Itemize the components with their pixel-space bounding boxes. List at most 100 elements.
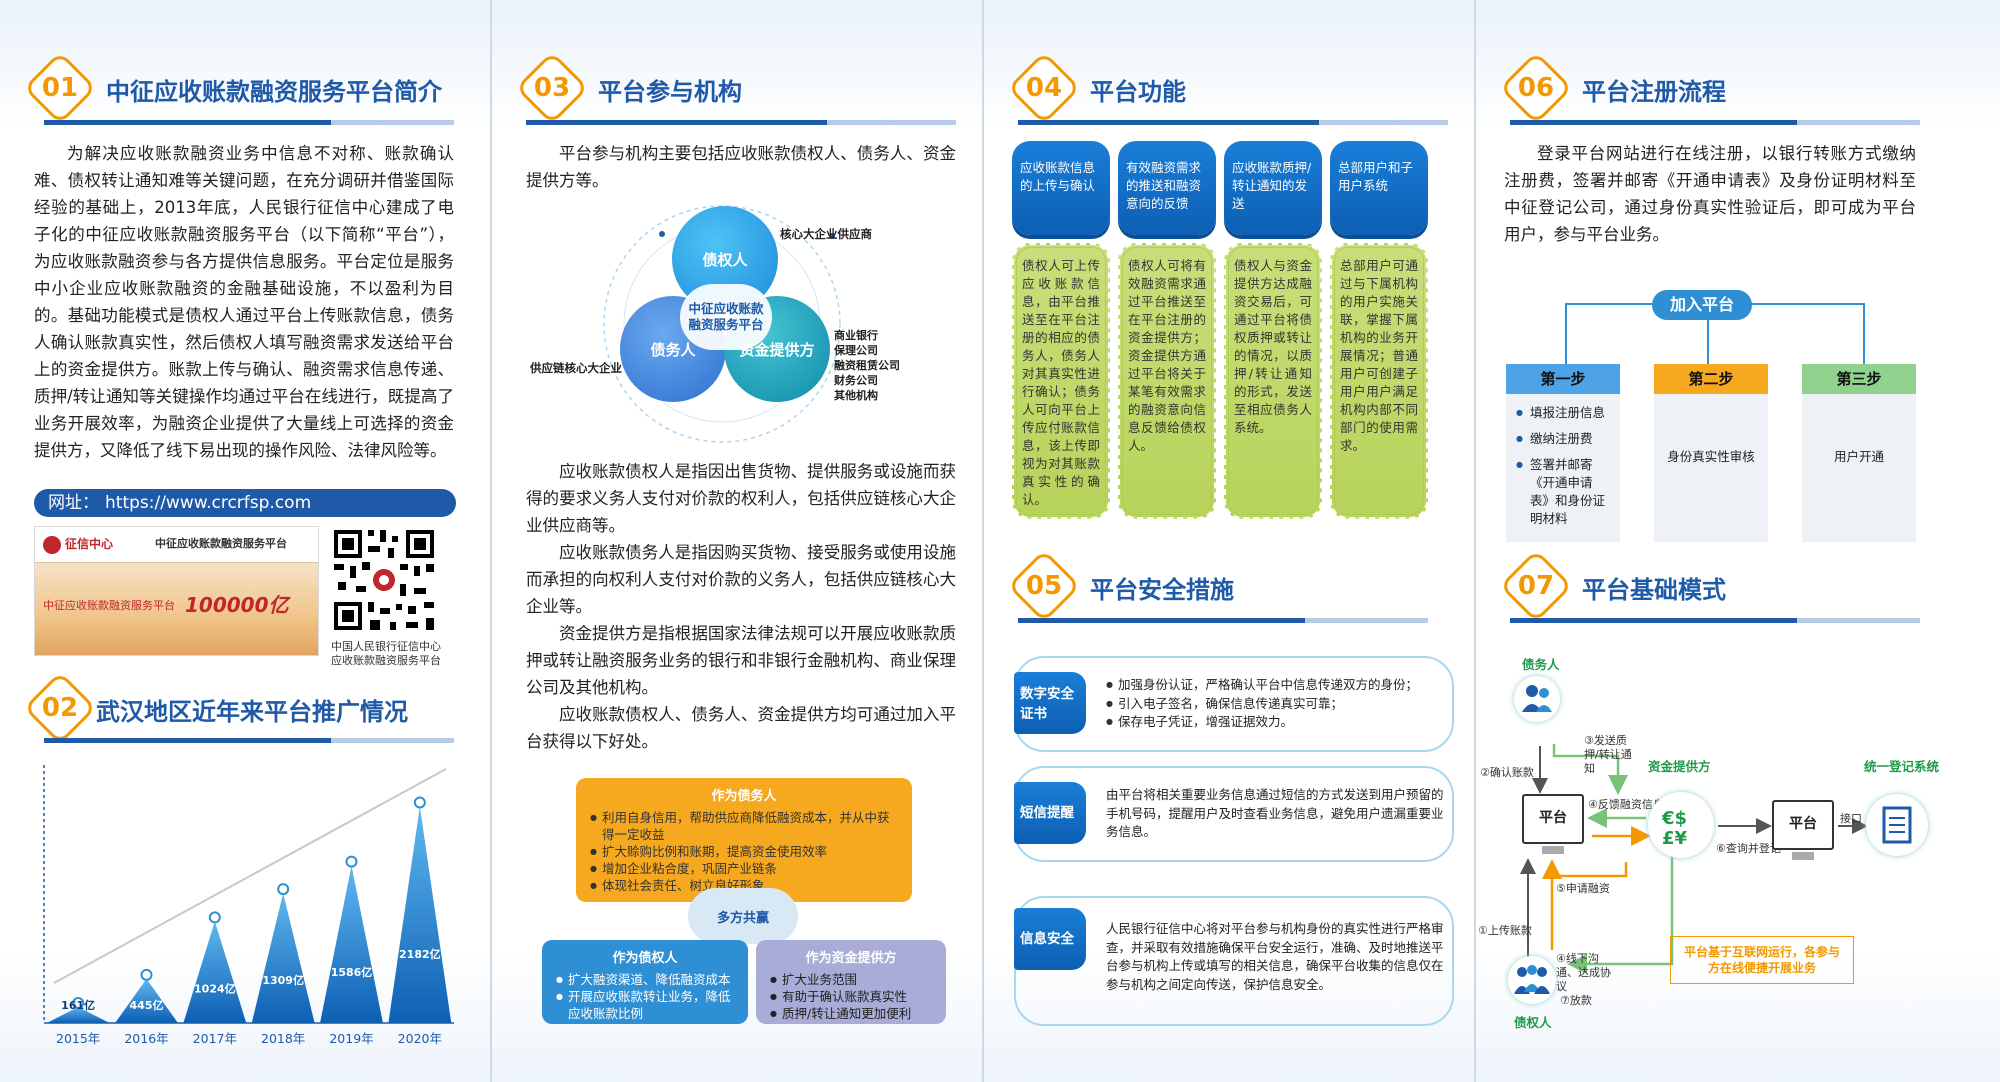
chart-peak [183,921,247,1023]
chart-data-label: 1309亿 [262,973,304,987]
benefit-item: 利用自身信用，帮助供应商降低融资成本，并从中获得一定收益 [590,809,898,843]
platform-left-monitor: 平台 [1522,794,1584,844]
chart-peak [388,806,452,1023]
debtor-benefits-box: 作为债务人 利用自身信用，帮助供应商降低融资成本，并从中获得一定收益 扩大赊购比… [576,778,912,902]
flow-arrows [1520,744,1868,974]
flow-step-feedback: ④反馈融资信息 [1588,798,1664,811]
chart-peak [320,865,383,1023]
section-title: 平台安全措施 [1090,576,1234,604]
flow-creditor-label: 债权人 [1514,1015,1552,1030]
step-2: 第二步 身份真实性审核 [1654,364,1768,542]
chart-peak-marker [345,855,358,868]
section-underline [1018,120,1448,125]
chart-tick-label: 2017年 [193,1031,237,1046]
security-list: 加强身份认证，严格确认平台中信息传递双方的身份； 引入电子签名，确保信息传递真实… [1106,676,1446,732]
section-number: 01 [41,73,79,103]
credit-center-logo-icon [43,536,61,554]
step-body: 填报注册信息 缴纳注册费 签署并邮寄《开通申请表》和身份证明材料 [1506,394,1620,542]
funder-note-item: 融资租赁公司 [834,359,900,372]
banner-platform-name: 中征应收账款融资服务平台 [155,537,287,550]
panel-divider [1474,0,1476,1082]
website-url-bar[interactable]: 网址：https://www.crcrfsp.com [34,489,456,517]
security-label: 短信提醒 [1014,782,1086,844]
security-item-certificate: 数字安全证书 加强身份认证，严格确认平台中信息传递双方的身份； 引入电子签名，确… [1014,656,1454,752]
institutions-intro: 平台参与机构主要包括应收账款债权人、债务人、资金提供方等。 [526,140,956,194]
step-item: 填报注册信息 [1516,404,1610,422]
benefits-lead: 应收账款债权人、债务人、资金提供方均可通过加入平台获得以下好处。 [526,705,956,751]
chart-data-label: 1586亿 [331,965,373,979]
banner-header: 征信中心 中征应收账款融资服务平台 [35,527,318,563]
security-item: 加强身份认证，严格确认平台中信息传递双方的身份； [1106,676,1446,695]
function-head: 应收账款信息的上传与确认 [1012,141,1110,235]
function-head: 应收账款质押/转让通知的发送 [1224,141,1322,235]
flow-step-query: ⑥查询并登记 [1716,842,1781,855]
step-body: 身份真实性审核 [1654,394,1768,542]
function-body: 债权人可上传应收账款信息，由平台推送至在平台注册的相应的债务人，债务人对其真实性… [1012,243,1110,519]
steps-connector [1565,303,1865,364]
flow-debtor-label: 债务人 [1522,657,1560,672]
monitor-stand [1792,852,1814,860]
benefit-item: 扩大赊购比例和账期，提高资金使用效率 [590,843,898,860]
section-03-header: 03 平台参与机构 [515,51,956,125]
section-underline [1510,618,1920,623]
step-3: 第三步 用户开通 [1802,364,1916,542]
flow-step-apply: ⑤申请融资 [1556,882,1610,895]
section-number: 03 [533,73,571,103]
section-underline [1018,618,1428,623]
intro-text: 为解决应收账款融资业务中信息不对称、账款确认难、债权转让通知难等关键问题，在充分… [34,144,454,460]
banner-slogan: 中征应收账款融资服务平台 [43,599,175,612]
benefit-item: 开展应收账款转让业务，降低应收账款比例 [556,988,734,1022]
step-head: 第二步 [1654,364,1768,394]
creditor-definition: 应收账款债权人是指因出售货物、提供服务或设施而获得的要求义务人支付对价款的权利人… [526,462,956,535]
creditor-note: 核心大企业供应商 [780,227,872,241]
intro-paragraph: 为解决应收账款融资业务中信息不对称、账款确认难、债权转让通知难等关键问题，在充分… [34,140,454,464]
chart-tick-label: 2020年 [398,1031,442,1046]
chart-tick-label: 2016年 [124,1031,168,1046]
chart-tick-label: 2019年 [329,1031,373,1046]
chart-tick-label: 2018年 [261,1031,305,1046]
function-head: 有效融资需求的推送和融资意向的反馈 [1118,141,1216,235]
flow-funder-label: 资金提供方 [1648,759,1711,774]
section-title: 平台注册流程 [1582,78,1726,106]
security-item: 引入电子签名，确保信息传递真实可靠； [1106,695,1446,714]
step-1: 第一步 填报注册信息 缴纳注册费 签署并邮寄《开通申请表》和身份证明材料 [1506,364,1620,542]
creditor-people-icon [1508,956,1556,1004]
chart-data-label: 2182亿 [399,947,441,961]
function-body: 总部用户可通过与下属机构的用户实施关联，掌握下属机构的业务开展情况；普通用户可创… [1330,243,1428,519]
section-title: 平台参与机构 [598,78,742,106]
panel-divider [490,0,492,1082]
section-underline [44,120,454,125]
platform-banner-image: 征信中心 中征应收账款融资服务平台 中征应收账款融资服务平台 100000亿 [34,526,319,656]
funder-note-item: 保理公司 [834,344,878,357]
benefit-item: 扩大业务范围 [770,971,932,988]
promotion-chart-svg: 161亿2015年445亿2016年1024亿2017年1309亿2018年15… [43,765,454,1046]
section-title: 平台功能 [1090,78,1186,106]
platform-right-monitor: 平台 [1772,800,1834,850]
section-number: 05 [1025,571,1063,601]
benefit-item: 有助于确认账款真实性 [770,988,932,1005]
flow-step-offline: ④线下沟通、达成协议 [1556,952,1611,993]
debtor-note: 供应链核心大企业 [530,361,622,375]
flow-step-api: 接口 [1840,812,1862,825]
url-link[interactable]: https://www.crcrfsp.com [105,493,312,513]
function-card-2: 有效融资需求的推送和融资意向的反馈 债权人可将有效融资需求通过平台推送至在平台注… [1118,141,1216,519]
flow-registry-label: 统一登记系统 [1864,759,1940,774]
debtor-definition: 应收账款债务人是指因购买货物、接受服务或使用设施而承担的向权利人支付对价款的义务… [526,543,956,616]
debtor-benefits-title: 作为债务人 [711,789,777,804]
section-number: 06 [1517,73,1555,103]
security-text: 由平台将相关重要业务信息通过短信的方式发送到用户预留的手机号码，提醒用户及时查看… [1106,787,1444,839]
institutions-intro-text: 平台参与机构主要包括应收账款债权人、债务人、资金提供方等。 [526,144,956,190]
benefit-item: 质押/转让通知更加便利 [770,1005,932,1022]
panel-institutions: 03 平台参与机构 平台参与机构主要包括应收账款债权人、债务人、资金提供方等。 … [492,0,982,1082]
section-05-header: 05 平台安全措施 [1007,549,1448,623]
flow-step-confirm: ②确认账款 [1480,766,1534,779]
funder-note-item: 其他机构 [834,389,878,402]
funder-definition: 资金提供方是指根据国家法律法规可以开展应收账款质押或转让融资服务业务的银行和非银… [526,624,956,697]
creditor-benefits-title: 作为债权人 [612,951,678,966]
function-head: 总部用户和子用户系统 [1330,141,1428,235]
currency-icon: €$£¥ [1648,792,1714,858]
chart-peak [115,978,178,1023]
chart-tick-label: 2015年 [56,1031,100,1046]
step-item: 缴纳注册费 [1516,430,1610,448]
